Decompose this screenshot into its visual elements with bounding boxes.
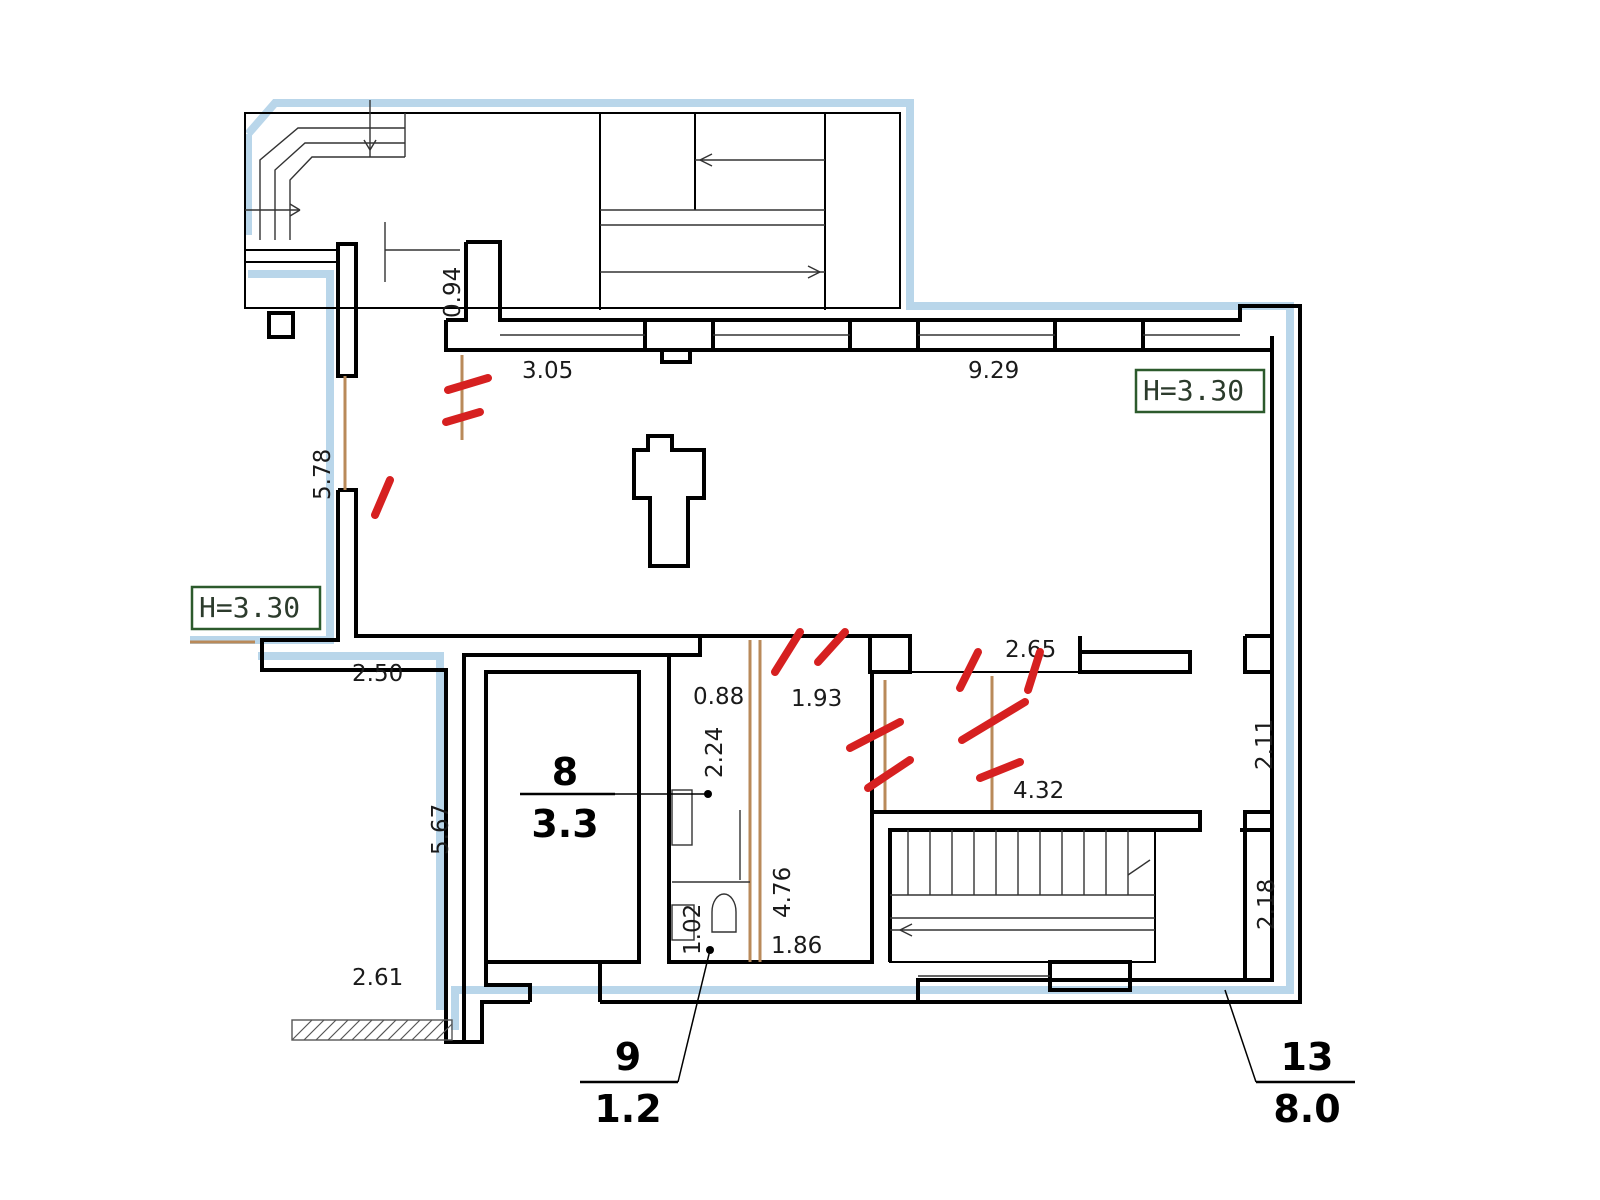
dim-2-61: 2.61 xyxy=(352,965,403,991)
exterior-walls xyxy=(260,240,1302,1044)
ground-hatch xyxy=(291,1019,453,1041)
dim-4-76: 4.76 xyxy=(770,867,796,918)
dim-2-65: 2.65 xyxy=(1005,637,1056,663)
height-label-main: H=3.30 xyxy=(1134,368,1266,414)
dim-2-18: 2.18 xyxy=(1254,879,1280,930)
room-label-13: 13 8.0 xyxy=(1224,989,1355,1131)
column xyxy=(632,434,706,568)
room-9-number: 9 xyxy=(615,1035,641,1079)
demolition-marks xyxy=(371,374,1044,792)
windows-top xyxy=(500,318,1240,364)
room-9-area: 1.2 xyxy=(594,1087,661,1131)
wc-fixtures xyxy=(671,789,750,941)
dim-2-24: 2.24 xyxy=(702,727,728,778)
upper-stair-area xyxy=(244,100,901,310)
height-label-left: H=3.30 xyxy=(190,585,322,631)
dim-2-50: 2.50 xyxy=(352,661,403,687)
dim-0-94: 0.94 xyxy=(440,267,466,318)
small-column xyxy=(267,311,295,339)
dim-1-93: 1.93 xyxy=(791,686,842,712)
room-13-area: 8.0 xyxy=(1273,1087,1340,1131)
building-outline xyxy=(190,99,1294,1030)
room-label-8: 8 3.3 xyxy=(520,750,712,846)
dim-0-88: 0.88 xyxy=(693,684,744,710)
room-13-number: 13 xyxy=(1281,1035,1334,1079)
dim-1-02: 1.02 xyxy=(680,904,706,955)
stairs xyxy=(889,829,1156,992)
dim-1-86: 1.86 xyxy=(771,933,822,959)
dim-5-78: 5.78 xyxy=(310,449,336,500)
height-main-text: H=3.30 xyxy=(1143,374,1244,407)
door-frames xyxy=(190,355,994,962)
dim-9-29: 9.29 xyxy=(968,358,1019,384)
room-label-9: 9 1.2 xyxy=(580,946,714,1131)
dim-4-32: 4.32 xyxy=(1013,778,1064,804)
dimension-labels: 0.94 3.05 9.29 5.78 2.50 0.88 2.24 1.93 … xyxy=(310,267,1280,991)
dim-2-11: 2.11 xyxy=(1252,719,1278,770)
room-8-number: 8 xyxy=(552,750,578,794)
dim-5-67: 5.67 xyxy=(428,804,454,855)
dim-3-05: 3.05 xyxy=(522,358,573,384)
room-8-area: 3.3 xyxy=(531,802,598,846)
height-left-text: H=3.30 xyxy=(199,591,300,624)
